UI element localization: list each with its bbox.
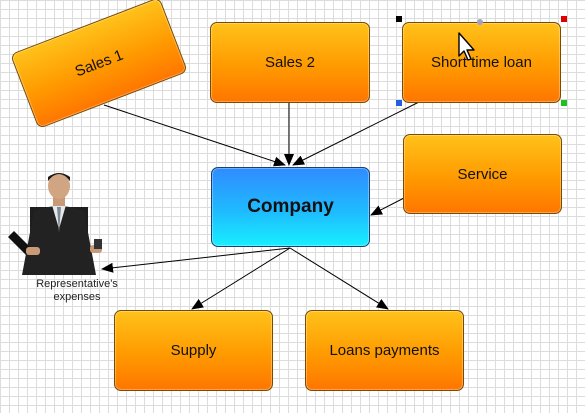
selection-handle-bottom-left[interactable]: [396, 100, 402, 106]
edge-company-loans-payments[interactable]: [289, 247, 389, 310]
edge-loan-company[interactable]: [292, 101, 420, 166]
node-short-time-loan[interactable]: Short time loan: [402, 22, 561, 103]
node-label: Company: [247, 196, 334, 217]
edge-service-company[interactable]: [370, 197, 405, 216]
node-label: Loans payments: [329, 342, 440, 359]
node-label: Sales 2: [264, 54, 316, 71]
mouse-cursor-icon: [458, 32, 475, 61]
node-loans-payments[interactable]: Loans payments: [305, 310, 464, 391]
node-label: Supply: [170, 342, 217, 359]
selection-handle-top-left[interactable]: [396, 16, 402, 22]
node-label: Service: [457, 165, 508, 183]
node-label: Sales 1: [72, 46, 126, 80]
node-company[interactable]: Company: [211, 167, 370, 247]
businessman-image[interactable]: [4, 163, 116, 275]
selection-handle-top-right[interactable]: [561, 16, 567, 22]
rotation-handle[interactable]: [477, 19, 483, 25]
node-sales-2[interactable]: Sales 2: [210, 22, 370, 103]
node-label: Short time loan: [431, 54, 532, 71]
edge-company-representative[interactable]: [101, 247, 291, 273]
selection-handle-bottom-right[interactable]: [561, 100, 567, 106]
edge-company-supply[interactable]: [191, 247, 291, 310]
node-supply[interactable]: Supply: [114, 310, 273, 391]
node-service[interactable]: Service: [403, 134, 562, 214]
edge-sales1-company[interactable]: [103, 104, 286, 167]
representative-expenses-label: Representative's expenses: [36, 278, 118, 303]
